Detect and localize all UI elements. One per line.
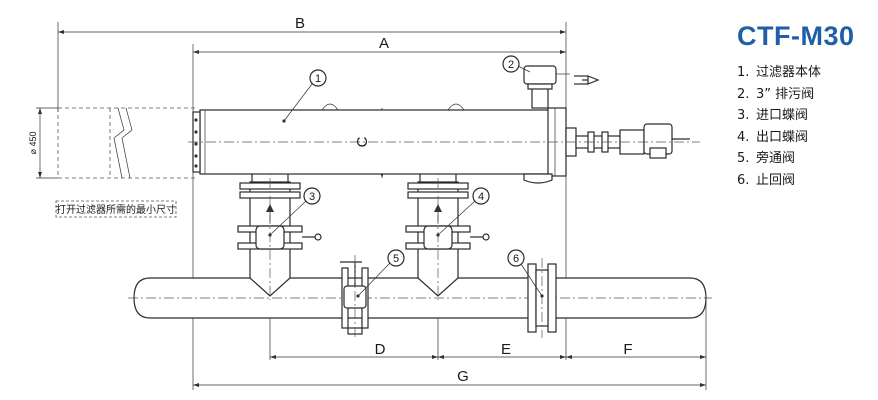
callouts: 1 2 3 4 5 6	[268, 55, 544, 298]
dim-label-F: F	[623, 341, 632, 358]
filter-body	[188, 103, 575, 184]
removal-clearance-envelope	[36, 107, 196, 179]
drain-valve	[523, 65, 600, 109]
callout-circle	[472, 187, 490, 205]
clearance-note-text: 打开过滤器所需的最小尺寸	[56, 203, 176, 216]
list-item: 3. 进口蝶阀	[737, 105, 872, 127]
callout-6: 6	[513, 253, 519, 265]
legend-panel: CTF-M30 1. 过滤器本体 2. 3” 排污阀 3. 进口蝶阀 4. 出口蝶阀 5…	[737, 20, 872, 191]
callout-5: 5	[393, 253, 399, 265]
main-pipe	[128, 277, 712, 319]
dim-label-E: E	[501, 341, 511, 358]
part-number: 4.	[737, 129, 750, 145]
dim-label-B: B	[295, 15, 305, 32]
dimension-labels: B A C D E F G ⌀ 450	[28, 15, 633, 385]
model-title: CTF-M30	[737, 21, 855, 51]
part-number: 3.	[737, 108, 750, 123]
part-name: 进口蝶阀	[756, 108, 809, 123]
dim-label-D: D	[375, 341, 386, 358]
dim-label-G: G	[457, 368, 469, 385]
dim-label-A: A	[379, 35, 389, 52]
callout-1: 1	[315, 73, 321, 85]
part-name: 止回阀	[756, 172, 796, 188]
clearance-note: 打开过滤器所需的最小尺寸	[55, 200, 177, 218]
callout-4: 4	[478, 191, 484, 203]
callout-circle	[309, 69, 327, 87]
check-valve	[527, 258, 557, 338]
part-number: 6.	[737, 172, 750, 188]
part-name: 过滤器本体	[756, 65, 822, 80]
list-item: 5. 旁通阀	[737, 148, 872, 170]
part-name: 3” 排污阀	[756, 86, 815, 102]
callout-circle	[507, 249, 525, 267]
part-number: 5.	[737, 151, 750, 166]
callout-3: 3	[309, 191, 315, 203]
callout-circle	[502, 55, 520, 73]
dim-label-C: C	[354, 136, 371, 147]
list-item: 1. 过滤器本体	[737, 62, 872, 84]
callout-circle	[303, 187, 321, 205]
part-number: 1.	[737, 65, 750, 80]
part-number: 2.	[737, 86, 750, 102]
callout-2: 2	[508, 59, 514, 71]
callout-circle	[387, 249, 405, 267]
list-item: 6. 止回阀	[737, 170, 872, 192]
part-name: 旁通阀	[756, 151, 796, 166]
list-item: 2. 3” 排污阀	[737, 84, 872, 106]
drive-unit	[565, 123, 700, 159]
parts-list: 1. 过滤器本体 2. 3” 排污阀 3. 进口蝶阀 4. 出口蝶阀 5. 旁通阀 6. 止…	[737, 62, 872, 191]
diameter-label: ⌀ 450	[28, 132, 38, 155]
part-name: 出口蝶阀	[756, 129, 809, 145]
bypass-valve	[340, 255, 369, 338]
list-item: 4. 出口蝶阀	[737, 127, 872, 149]
